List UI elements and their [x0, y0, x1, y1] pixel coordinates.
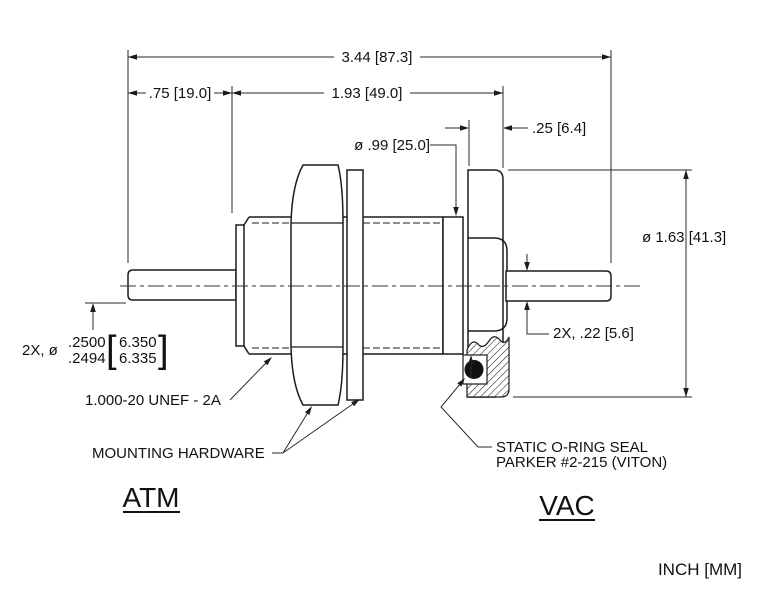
- atm-pin: [127, 269, 237, 301]
- note-oring-line2: PARKER #2-215 (VITON): [496, 454, 667, 471]
- dim-overall-length: 3.44 [87.3]: [342, 49, 413, 66]
- washer: [346, 169, 364, 401]
- dim-vac-pin-diameter: 2X, .22 [5.6]: [553, 325, 634, 342]
- pin-dia-prefix: 2X, ø: [22, 342, 58, 359]
- taper-lines: [243, 216, 250, 355]
- dim-flange-diameter: ø 1.63 [41.3]: [642, 229, 726, 246]
- thread-dashed-lines: [252, 222, 443, 349]
- dim-boss-diameter: ø .99 [25.0]: [354, 137, 430, 154]
- arrowheads: [90, 54, 689, 415]
- dim-atm-pin-length: .75 [19.0]: [149, 85, 212, 102]
- dimension-lines: [85, 50, 692, 454]
- pin-dia-mm-upper: 6.350: [119, 334, 157, 351]
- view-label-atm: ATM: [122, 482, 179, 513]
- oring: [464, 360, 484, 379]
- pin-dia-bracket-open: [: [106, 329, 117, 371]
- view-label-vac: VAC: [539, 490, 595, 521]
- pin-dia-inch-upper: .2500: [68, 334, 106, 351]
- note-mounting-hardware: MOUNTING HARDWARE: [92, 445, 265, 462]
- part-outline: [127, 164, 612, 406]
- hex-nut: [290, 164, 344, 406]
- pin-dia-inch-lower: .2494: [68, 350, 106, 367]
- body-edges: [249, 216, 444, 355]
- note-thread-callout: 1.000-20 UNEF - 2A: [85, 392, 221, 409]
- vac-pin: [505, 270, 612, 302]
- pin-dia-bracket-close: ]: [158, 329, 169, 371]
- hex-facet-lines: [291, 222, 343, 348]
- dim-body-length: 1.93 [49.0]: [332, 85, 403, 102]
- pin-dia-mm-lower: 6.335: [119, 350, 157, 367]
- units-note: INCH [MM]: [658, 560, 742, 579]
- note-oring-line1: STATIC O-RING SEAL: [496, 439, 648, 456]
- dim-flange-thickness: .25 [6.4]: [532, 120, 586, 137]
- dim-atm-pin-diameter: 2X, ø .2500 .2494 [ 6.350 6.335 ]: [22, 329, 169, 371]
